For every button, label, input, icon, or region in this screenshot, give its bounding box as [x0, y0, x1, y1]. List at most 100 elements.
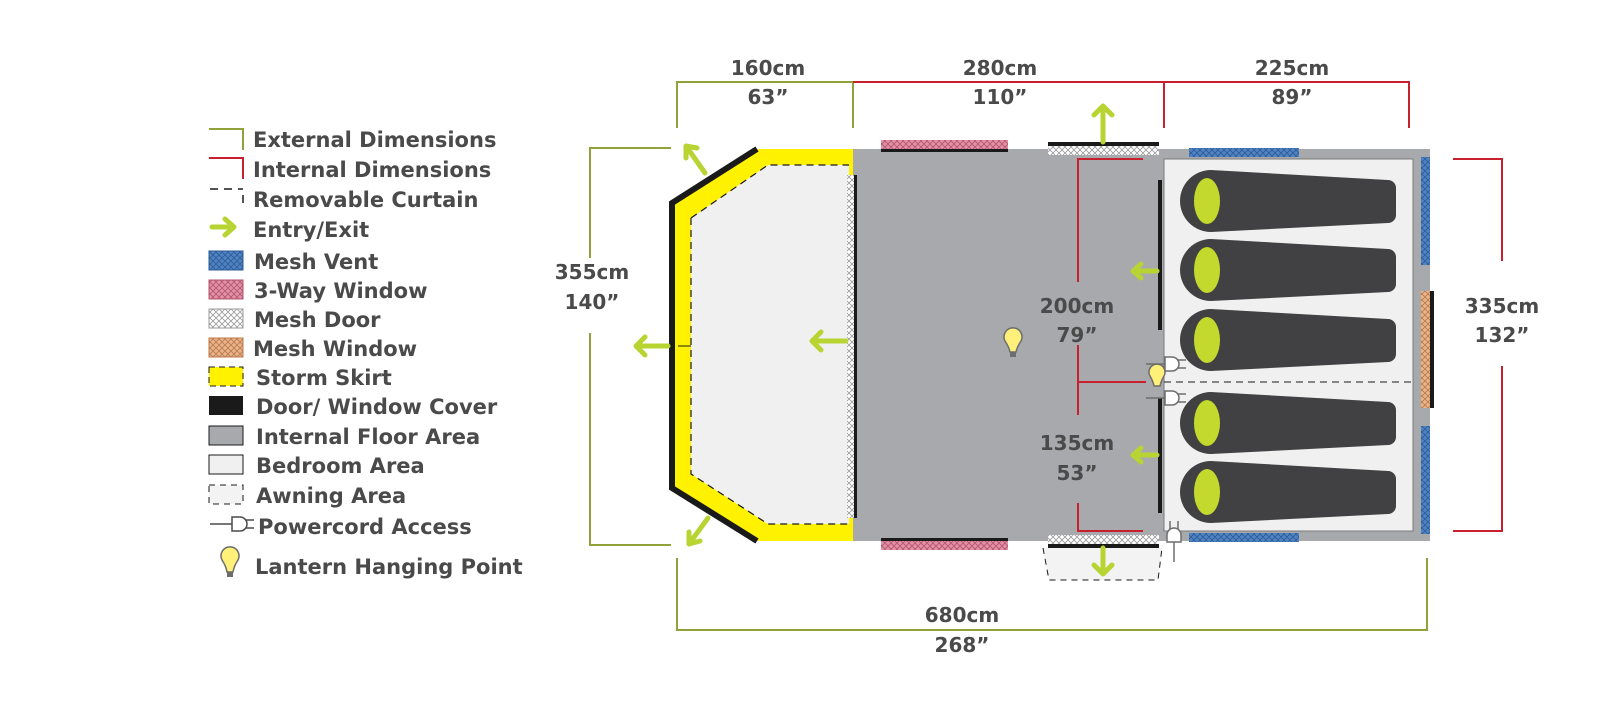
legend-item-bedroom-area: Bedroom Area: [208, 454, 425, 478]
front-awning: [669, 146, 853, 544]
dimension-label-top-left-metric: 160cm: [731, 56, 805, 80]
legend-label: Awning Area: [256, 484, 406, 508]
3-way-window-swatch: [208, 279, 244, 300]
mesh-door-swatch: [208, 308, 244, 329]
dimension-label-top-middle-metric: 280cm: [963, 56, 1037, 80]
legend-label: Bedroom Area: [256, 454, 425, 478]
3-way-window-bottom: [881, 541, 1008, 550]
sleeping-bag: [1180, 392, 1396, 454]
entry-arrow-icon: [633, 334, 671, 358]
legend-label: 3-Way Window: [254, 279, 428, 303]
dimension-label-inner-upper-imperial: 79”: [1057, 323, 1098, 347]
powercord-icon: [1146, 390, 1186, 406]
legend-label: Lantern Hanging Point: [255, 555, 523, 579]
mesh-window-swatch: [208, 337, 244, 358]
dimension-label-top-right-metric: 225cm: [1255, 56, 1329, 80]
powercord-icon: [210, 516, 254, 532]
dimension-label-inner-lower-metric: 135cm: [1040, 431, 1114, 455]
awning-floor: [691, 165, 849, 524]
legend-item-lantern-hanging-point: Lantern Hanging Point: [220, 546, 523, 579]
dimension-label-left-metric: 355cm: [555, 260, 629, 284]
entry-arrow-icon: [686, 515, 711, 547]
external-dimension-line-bottom: [676, 558, 1428, 631]
dimension-label-bottom-imperial: 268”: [935, 633, 990, 657]
mesh-vent-bottom: [1189, 533, 1299, 542]
legend-item-external-dimensions: External Dimensions: [209, 128, 496, 152]
dimension-label-inner-lower-imperial: 53”: [1057, 461, 1098, 485]
dimension-label-left-imperial: 140”: [565, 290, 620, 314]
powercord-icon: [1166, 521, 1182, 562]
mesh-vent-top: [1189, 148, 1299, 157]
legend-item-3-way-window: 3-Way Window: [208, 279, 428, 303]
mesh-vent-swatch: [208, 250, 244, 271]
legend-label: Entry/Exit: [253, 218, 369, 242]
entry-arrow-icon: [212, 219, 234, 235]
legend-label: Mesh Vent: [254, 250, 378, 274]
door-cover-inner: [854, 175, 857, 518]
internal-dimension-line-inner-lower: [1077, 503, 1143, 532]
entry-arrow-icon: [809, 329, 849, 353]
window-cover-top: [881, 149, 1008, 152]
lantern-icon: [1003, 327, 1023, 357]
internal-dimension-line-right-bottom: [1453, 366, 1503, 532]
external-dimension-swatch: [209, 128, 244, 150]
internal-dimension-line-top-right: [1164, 81, 1410, 128]
legend-label: Powercord Access: [258, 515, 472, 539]
legend-label: Internal Floor Area: [256, 425, 480, 449]
cover-swatch: [209, 396, 243, 415]
dimension-label-right-metric: 335cm: [1465, 294, 1539, 318]
external-dimension-line-left-bottom: [589, 333, 671, 546]
legend-item-powercord-access: Powercord Access: [210, 515, 472, 539]
legend-label: Storm Skirt: [256, 366, 392, 390]
external-dimension-line-left-top: [589, 147, 671, 258]
awning-swatch: [208, 484, 244, 505]
3-way-window-top: [881, 140, 1008, 149]
storm-skirt-swatch: [208, 366, 244, 387]
mesh-door-side-top: [1048, 146, 1159, 155]
internal-dimension-line-inner-middle: [1077, 345, 1146, 415]
window-cover-bottom: [881, 538, 1008, 541]
bedroom-door-cover: [1158, 398, 1162, 513]
sleeping-bags: [1180, 170, 1396, 523]
dimension-label-top-middle-imperial: 110”: [973, 85, 1028, 109]
entry-arrow-icon: [1130, 445, 1160, 465]
legend-item-awning-area: Awning Area: [208, 484, 406, 508]
removable-curtain-front: [690, 164, 849, 525]
legend-label: Internal Dimensions: [253, 158, 491, 182]
legend-label: External Dimensions: [253, 128, 496, 152]
door-cover-front: [669, 146, 759, 544]
legend-item-mesh-door: Mesh Door: [208, 308, 381, 332]
legend-item-internal-floor-area: Internal Floor Area: [208, 425, 480, 449]
external-dimension-line-top-left: [676, 81, 854, 128]
legend-item-storm-skirt: Storm Skirt: [208, 366, 392, 390]
sleeping-bag: [1180, 170, 1396, 232]
internal-dimension-line-inner-upper: [1077, 158, 1143, 282]
dimension-lines: [589, 81, 1503, 631]
dimension-label-right-imperial: 132”: [1475, 323, 1530, 347]
legend-label: Mesh Window: [253, 337, 417, 361]
legend-item-entry-exit: Entry/Exit: [212, 218, 369, 242]
entry-exit-arrows: [633, 103, 1160, 577]
legend-item-internal-dimensions: Internal Dimensions: [209, 157, 491, 182]
internal-dimension-swatch: [209, 157, 244, 179]
entry-arrow-icon: [1091, 545, 1115, 577]
legend: External Dimensions Internal Dimensions …: [208, 128, 523, 579]
mesh-vent-right-bottom: [1421, 426, 1430, 534]
lantern-icon: [1148, 363, 1166, 387]
mesh-door-inner: [847, 175, 854, 518]
floor-swatch: [208, 425, 244, 446]
dimension-label-inner-upper-metric: 200cm: [1040, 294, 1114, 318]
mesh-window-right: [1421, 291, 1430, 408]
entry-arrow-icon: [683, 143, 708, 176]
sleeping-bag: [1180, 309, 1396, 371]
legend-label: Door/ Window Cover: [256, 395, 498, 419]
entry-arrow-icon: [1130, 261, 1160, 281]
internal-dimension-line-right-top: [1453, 158, 1503, 261]
dimension-label-bottom-metric: 680cm: [925, 603, 999, 627]
lantern-icon: [220, 546, 240, 577]
floorplan: [633, 103, 1434, 581]
mesh-vent-right-top: [1421, 157, 1430, 265]
mesh-door-side-bottom: [1048, 535, 1159, 544]
bedroom-swatch: [208, 454, 244, 475]
legend-item-mesh-window: Mesh Window: [208, 337, 417, 361]
